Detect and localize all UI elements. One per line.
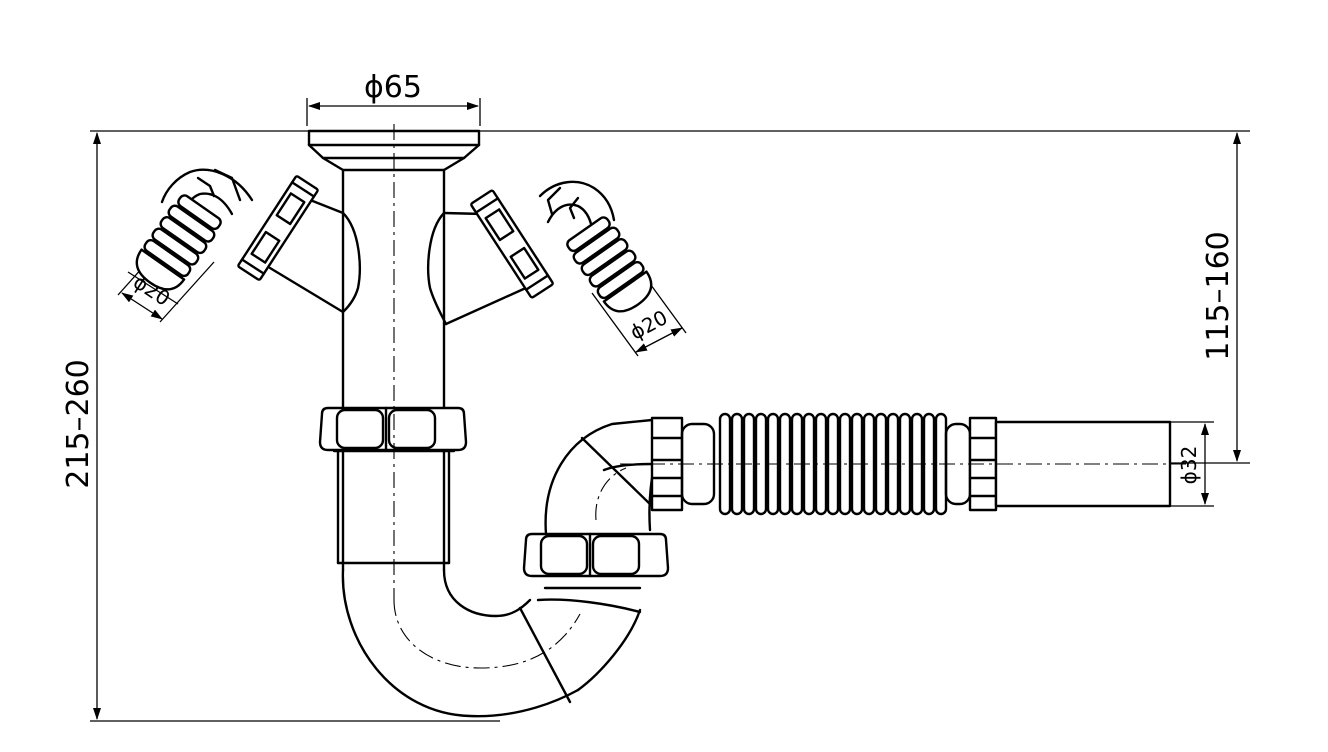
dimension-lines — [93, 102, 1241, 720]
outlet-elbow — [544, 418, 658, 536]
u-bend — [341, 568, 642, 718]
right-inlet-nut — [470, 189, 554, 299]
dim-left-inlet-line — [121, 292, 163, 320]
outlet-tail-pipe — [994, 420, 1172, 508]
lower-union-nut — [522, 532, 670, 578]
inlet-height-label: 115–160 — [1201, 231, 1236, 361]
right-inlet-diameter-label: ϕ20 — [626, 305, 671, 344]
left-inlet-spigot — [135, 168, 254, 291]
total-height-label: 215–260 — [61, 359, 96, 489]
hose-rib — [838, 412, 852, 516]
left-inlet-nut — [237, 175, 319, 281]
centerlines — [393, 124, 1186, 669]
u-bend-centerline — [393, 599, 581, 669]
extension-lines — [90, 98, 1250, 722]
dim-right-inlet-line — [635, 327, 683, 353]
right-inlet-spigot — [538, 180, 653, 313]
vertical-union-nut — [318, 406, 468, 452]
top-diameter-label: ϕ65 — [364, 70, 422, 105]
outlet-diameter-label: ϕ32 — [1177, 446, 1201, 485]
